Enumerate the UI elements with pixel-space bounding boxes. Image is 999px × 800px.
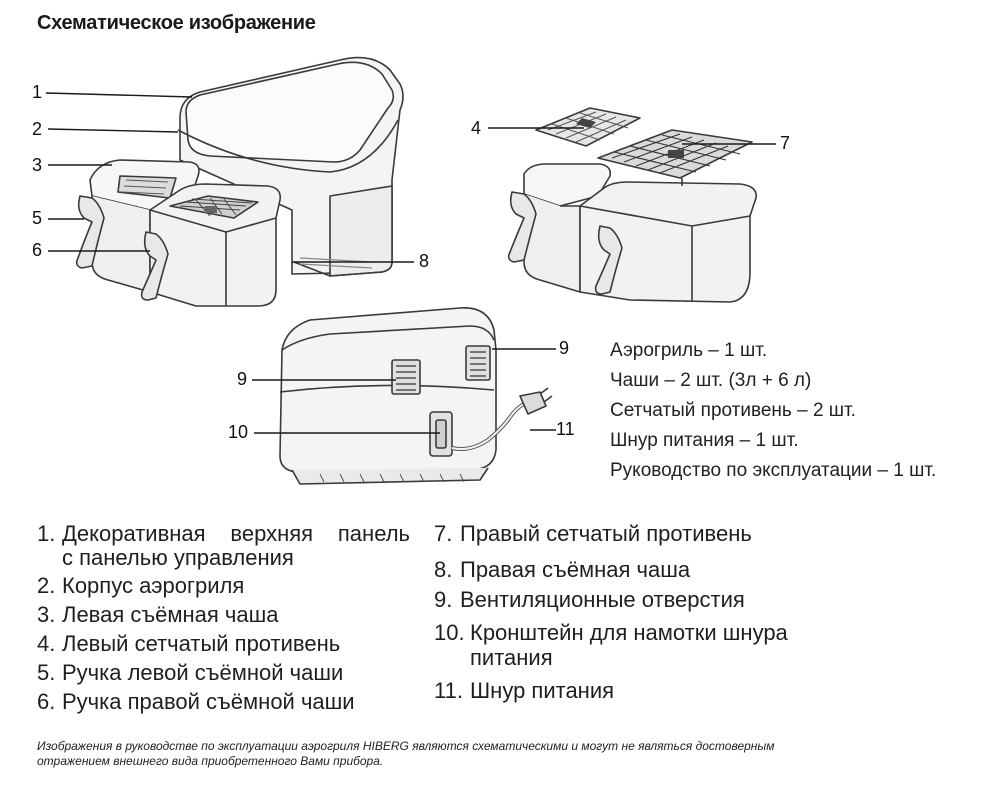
kit-item: Сетчатый противень – 2 шт. [610, 400, 856, 421]
legend-text: Ручка правой съёмной чаши [62, 689, 355, 714]
callout-9-right: 9 [559, 338, 570, 358]
legend-text: Вентиляционные отверстия [460, 587, 745, 612]
legend-number: 11. [434, 678, 463, 703]
legend-text-continued: питания [470, 645, 553, 670]
drawers-with-racks-view [507, 107, 757, 303]
air-grill-front-view [75, 56, 404, 307]
callout-4: 4 [471, 118, 482, 138]
legend-number: 8. [434, 557, 453, 582]
legend-number: 7. [434, 521, 453, 546]
callout-8: 8 [419, 251, 430, 271]
disclaimer-note: Изображения в руководстве по эксплуатаци… [37, 739, 775, 768]
legend-number: 5. [37, 660, 56, 685]
legend-text: Левый сетчатый противень [62, 631, 341, 656]
legend-text: Корпус аэрогриля [62, 573, 245, 598]
legend-number: 9. [434, 587, 453, 612]
callout-5: 5 [32, 208, 43, 228]
callout-7: 7 [780, 133, 791, 153]
kit-item: Чаши – 2 шт. (3л + 6 л) [610, 370, 812, 391]
page-title: Схематическое изображение [37, 12, 316, 34]
legend-text: Шнур питания [470, 678, 615, 703]
callout-3: 3 [32, 155, 43, 175]
legend-text: Правая съёмная чаша [460, 557, 691, 582]
kit-item: Руководство по эксплуатации – 1 шт. [610, 460, 937, 481]
callout-1: 1 [32, 82, 43, 102]
legend-number: 6. [37, 689, 56, 714]
kit-item: Шнур питания – 1 шт. [610, 430, 799, 451]
callout-9-left: 9 [237, 369, 248, 389]
callout-2: 2 [32, 119, 43, 139]
legend-text: Ручка левой съёмной чаши [62, 660, 344, 685]
legend-number: 2. [37, 573, 56, 598]
legend-text: Левая съёмная чаша [62, 602, 279, 627]
air-grill-back-view [279, 307, 553, 485]
callout-10: 10 [228, 422, 249, 442]
legend-text: Декоративная верхняя панель [62, 521, 410, 546]
legend-number: 3. [37, 602, 56, 627]
callout-11: 11 [556, 419, 575, 439]
diagram-illustration [45, 56, 776, 485]
kit-item: Аэрогриль – 1 шт. [610, 340, 768, 361]
legend-text: Правый сетчатый противень [460, 521, 752, 546]
legend-text-continued: с панелью управления [62, 545, 294, 570]
legend-number: 1. [37, 521, 56, 546]
callout-6: 6 [32, 240, 43, 260]
legend-number: 4. [37, 631, 56, 656]
legend-number: 10. [434, 620, 465, 645]
legend-text: Кронштейн для намотки шнура [470, 620, 788, 645]
